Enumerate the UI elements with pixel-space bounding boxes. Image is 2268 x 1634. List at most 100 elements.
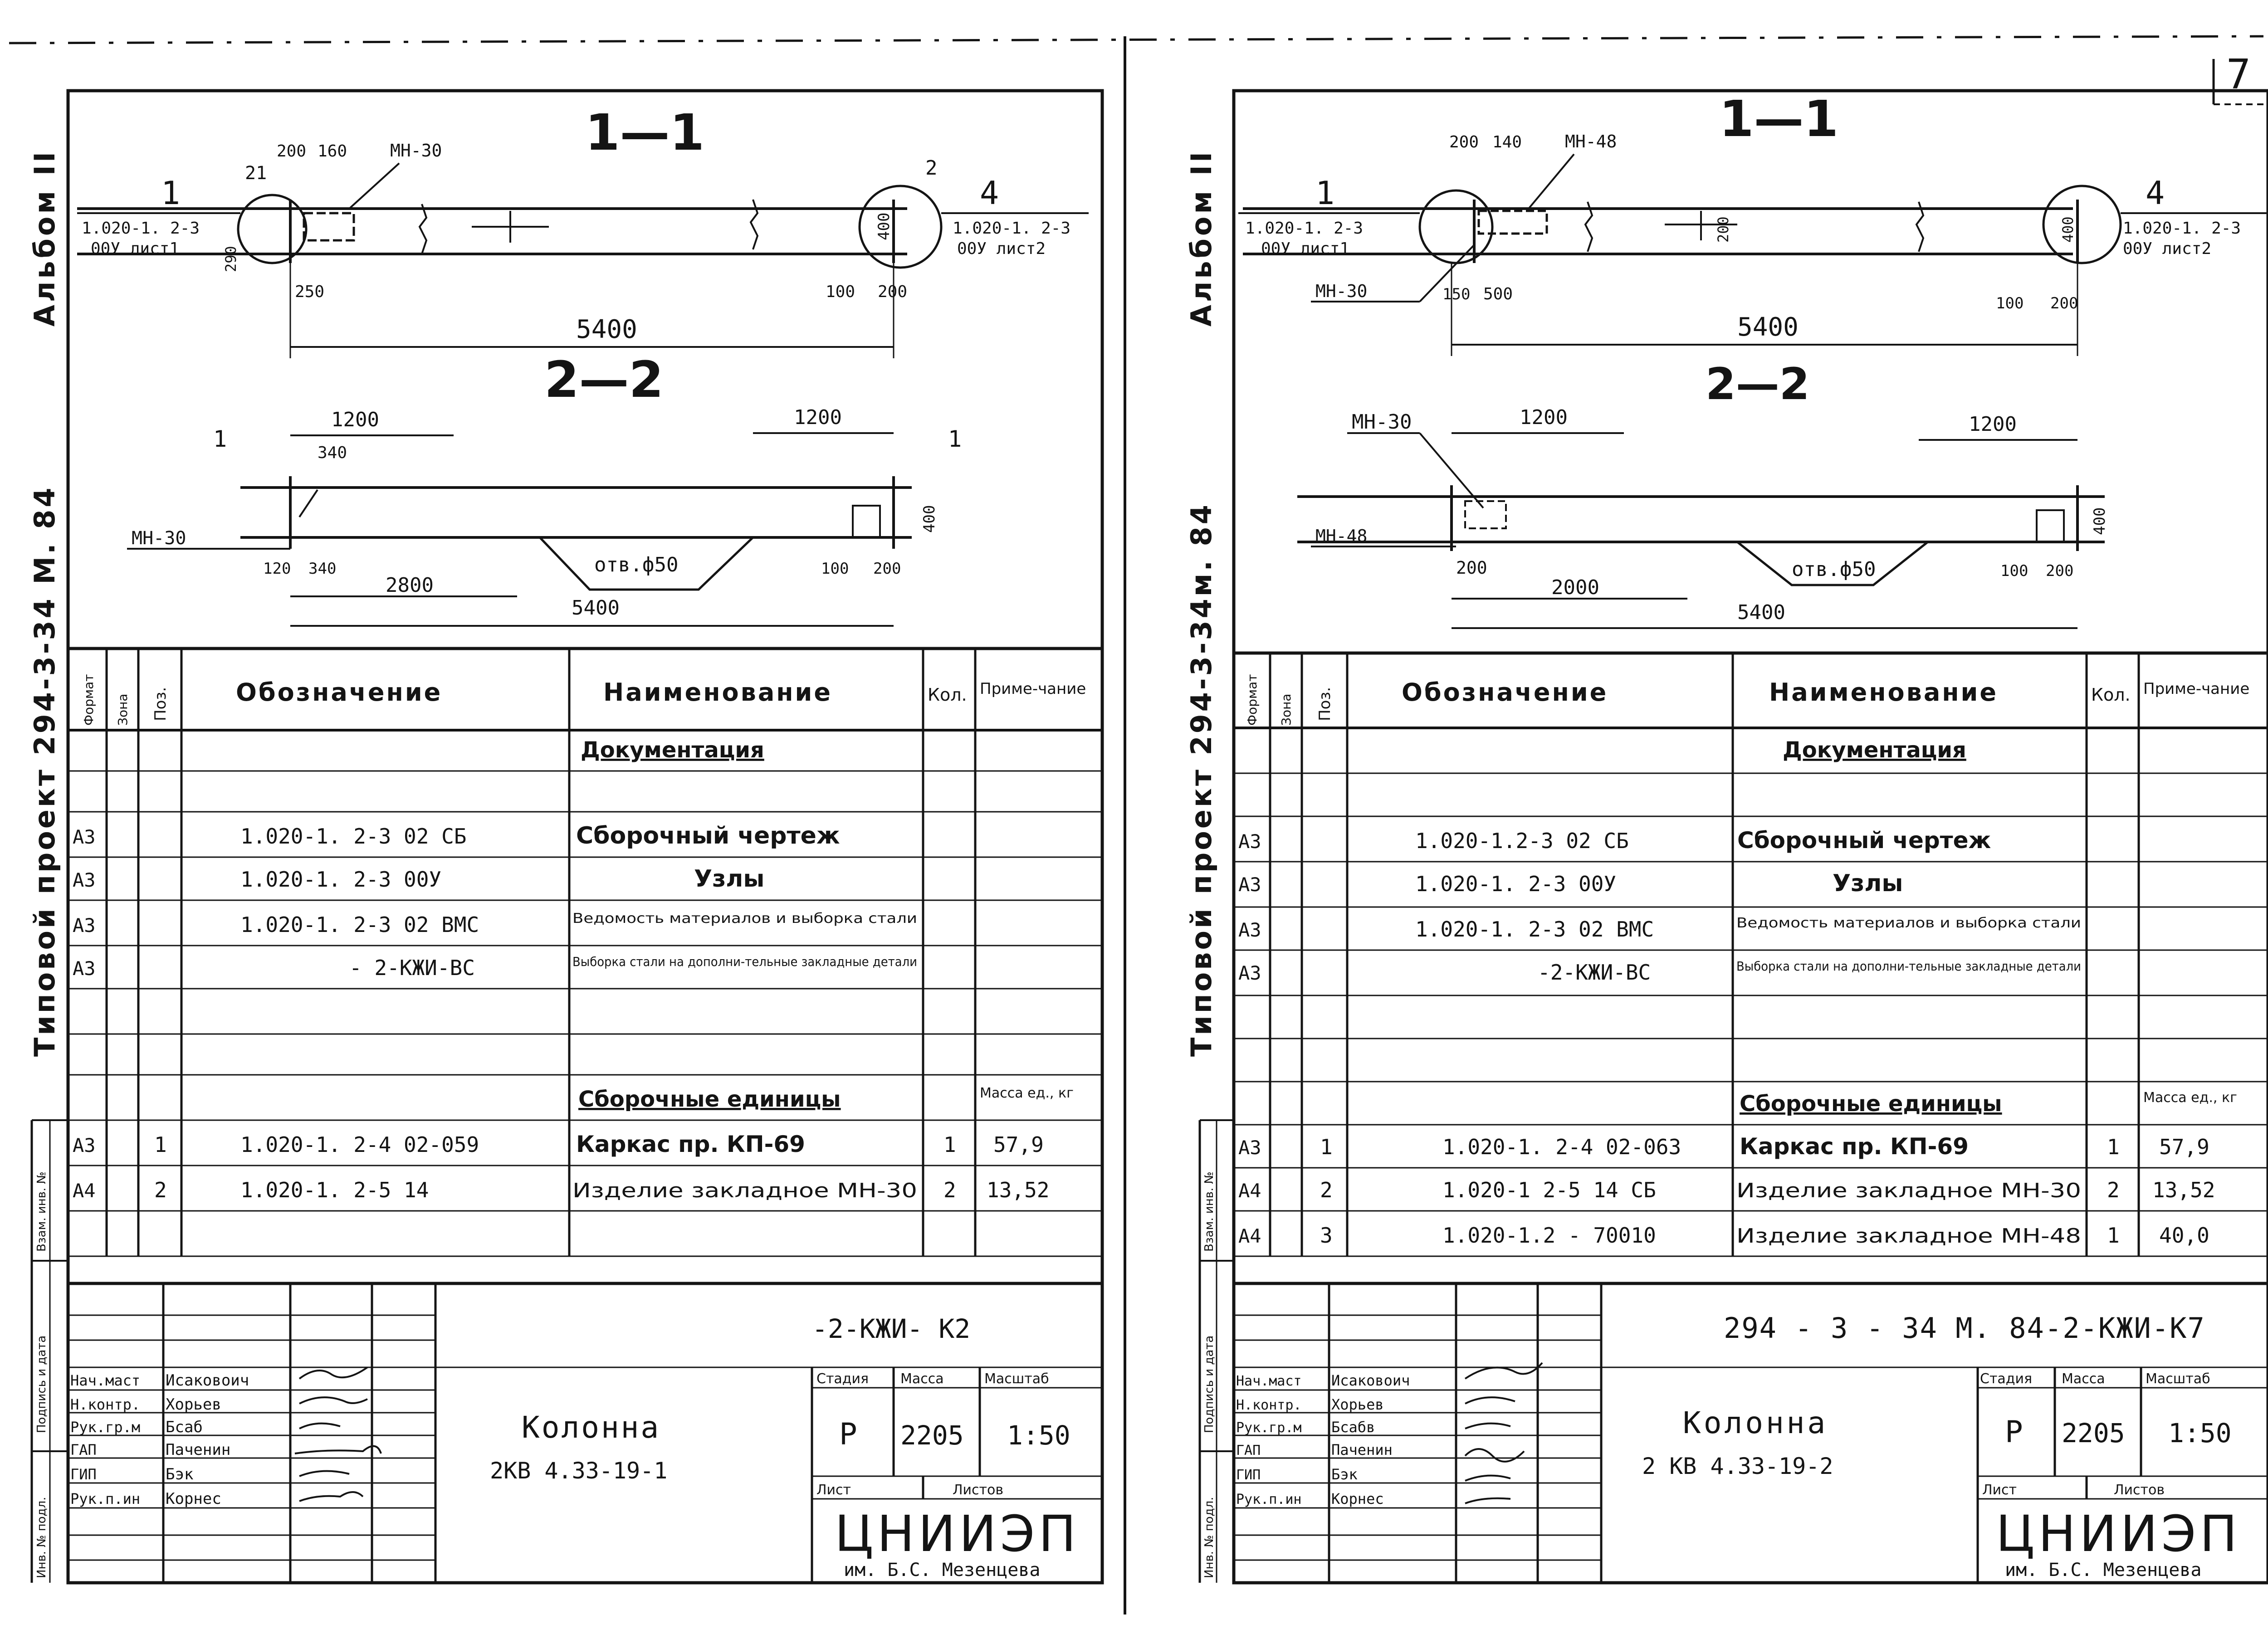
person-name: Паченин <box>1331 1441 1393 1458</box>
s2-mn30: МН-30 <box>1352 410 1412 434</box>
hdr-designation: Обозначение <box>1402 678 1608 707</box>
unit-name: Изделие закладное МН-30 <box>572 1179 917 1202</box>
s1-ref-left-line2: 00У лист1 <box>1261 239 1349 258</box>
title-block: -2-КЖИ- К2 Нач.маст Н.контр. Рук.гр.м ГА… <box>68 1282 1102 1583</box>
hdr-pos: Поз. <box>152 687 170 721</box>
mass-label: Масса <box>2062 1371 2105 1387</box>
unit-pos: 1 <box>1320 1135 1333 1159</box>
unit-designation: 1.020-1. 2-4 02-063 <box>1442 1135 1681 1159</box>
doc-name: Сборочный чертеж <box>1737 827 1991 854</box>
s2-cut-right: 1 <box>948 426 962 452</box>
roles-column: Нач.маст Н.контр. Рук.гр.м ГАП ГИП Рук.п… <box>1236 1373 1302 1507</box>
s1-ref-right-line1: 1.020-1. 2-3 <box>953 219 1070 238</box>
stamp-signature: Подпись и дата <box>35 1336 49 1433</box>
spec-table: Формат Зона Поз. Обозначение Наименовани… <box>68 647 1102 1257</box>
role: Нач.маст <box>70 1372 140 1389</box>
s2-dim-1200b: 1200 <box>1969 413 2017 436</box>
unit-qty: 2 <box>2107 1178 2120 1202</box>
object-name: Колонна <box>1683 1405 1828 1440</box>
stage-value: Р <box>2005 1415 2023 1449</box>
role: ГАП <box>70 1441 97 1458</box>
unit-designation: 1.020-1. 2-5 14 <box>240 1178 429 1202</box>
s1-ref-right-num: 4 <box>980 175 999 212</box>
hdr-note: Приме-чание <box>980 680 1086 698</box>
sheet-right-frame <box>1232 89 2268 1585</box>
stage-label: Стадия <box>816 1371 869 1387</box>
s2-mn48: МН-48 <box>1315 526 1367 546</box>
doc-row: А3 -2-КЖИ-ВС Выборка стали на дополни-те… <box>1238 959 2081 985</box>
object-name: Колонна <box>522 1410 660 1445</box>
s2-dim-340b: 340 <box>308 560 336 578</box>
section-2-2-drawing: 2—2 МН-30 1200 1200 МН-48 200 2000 5400 … <box>1297 359 2109 629</box>
role: Нач.маст <box>1236 1373 1302 1389</box>
s1-ref-right-line2: 00У лист2 <box>2123 239 2211 258</box>
scale-value: 1:50 <box>1007 1420 1070 1451</box>
s1-dim-150: 150 <box>1442 285 1470 303</box>
person-name: Бэк <box>166 1465 193 1483</box>
section-2-title: 2—2 <box>544 351 664 409</box>
unit-row: А3 1 1.020-1. 2-4 02-063 Каркас пр. КП-6… <box>1238 1133 2209 1160</box>
list-label: Лист <box>1982 1482 2017 1498</box>
hdr-name: Наименование <box>1769 678 1998 707</box>
stamp-signature: Подпись и дата <box>1202 1336 1216 1433</box>
s2-dim-200: 200 <box>873 560 901 578</box>
doc-format: А3 <box>73 914 96 937</box>
hdr-format: Формат <box>1245 674 1260 726</box>
org-logo-text: ЦНИИЭП <box>1996 1505 2241 1563</box>
unit-note: 57,9 <box>993 1132 1044 1157</box>
s2-dim-100: 100 <box>821 560 849 578</box>
unit-format: А3 <box>1238 1136 1261 1159</box>
title-code: -2-КЖИ- К2 <box>812 1313 970 1344</box>
s2-dim-2800: 2800 <box>386 574 434 597</box>
names-column: Исаковоич Хорьев Бсабв Паченин Бэк Корне… <box>1331 1372 1410 1507</box>
section-documentation: Документация <box>1783 737 1966 763</box>
s1-dim-140: 140 <box>1492 133 1522 151</box>
doc-format: А3 <box>73 869 96 891</box>
role: Рук.п.ин <box>70 1490 140 1507</box>
doc-format: А3 <box>1238 873 1261 896</box>
stamp-inventory: Инв. № подл. <box>35 1497 49 1578</box>
s1-dim-2: 2 <box>925 156 938 180</box>
signature-scribbles <box>294 1366 382 1502</box>
section-1-1-drawing: 1—1 5400 1 1.020-1. 2-3 <box>77 103 1089 358</box>
s1-ref-right-line2: 00У лист2 <box>957 239 1046 258</box>
role: ГАП <box>1236 1443 1261 1458</box>
doc-name: Ведомость материалов и выборка стали <box>572 911 917 927</box>
sheet-right: Альбом II Типовой проект 294-3-34м. 84 В… <box>1185 89 2268 1585</box>
s2-dim-5400: 5400 <box>572 596 620 619</box>
unit-name: Изделие закладное МН-30 <box>1736 1179 2081 1202</box>
units-note-label: Масса ед., кг <box>2143 1090 2237 1106</box>
s1-dim-200c: 200 <box>1715 216 1732 243</box>
mass-value: 2205 <box>900 1420 964 1451</box>
scale-label: Масштаб <box>2146 1371 2210 1387</box>
doc-format: А3 <box>1238 962 1261 984</box>
list-label: Лист <box>816 1482 851 1498</box>
doc-row: А3 1.020-1. 2-3 00У Узлы <box>1238 870 1903 897</box>
scale-value: 1:50 <box>2168 1418 2232 1449</box>
s2-dim-200b: 200 <box>2046 562 2073 580</box>
sheet-left: Альбом II Типовой проект 294-3-34 М. 84 … <box>28 89 1104 1585</box>
unit-pos: 3 <box>1320 1223 1333 1248</box>
s2-dim-400: 400 <box>2091 507 2109 535</box>
section-1-1-drawing: 1—1 5400 1 1.020-1. 2-3 00У лист1 4 1.02… <box>1238 90 2268 356</box>
s2-dim-200: 200 <box>1456 558 1487 578</box>
doc-name: Ведомость материалов и выборка стали <box>1736 915 2081 931</box>
s1-dim-200b: 200 <box>2050 294 2078 312</box>
doc-designation: 1.020-1. 2-3 02 СБ <box>240 824 467 849</box>
role: Н.контр. <box>1236 1397 1302 1413</box>
lists-label: Листов <box>2114 1482 2165 1498</box>
s1-ref-left-num: 1 <box>1315 175 1334 212</box>
s1-dim-21: 21 <box>245 163 267 184</box>
section-1-title: 1—1 <box>585 103 704 161</box>
mass-label: Масса <box>900 1371 944 1387</box>
s2-dim-340a: 340 <box>318 444 347 462</box>
s1-dim-5400: 5400 <box>1737 312 1799 342</box>
hdr-designation: Обозначение <box>236 678 442 707</box>
doc-designation: 1.020-1. 2-3 02 ВМС <box>240 912 479 937</box>
s2-dim-1200a: 1200 <box>331 408 379 431</box>
s1-mn30: МН-30 <box>390 141 442 161</box>
stage-label: Стадия <box>1980 1371 2032 1387</box>
doc-designation: 1.020-1. 2-3 02 ВМС <box>1415 917 1654 941</box>
unit-name: Каркас пр. КП-69 <box>576 1131 805 1157</box>
org-subtitle: им. Б.С. Мезенцева <box>2005 1560 2201 1580</box>
